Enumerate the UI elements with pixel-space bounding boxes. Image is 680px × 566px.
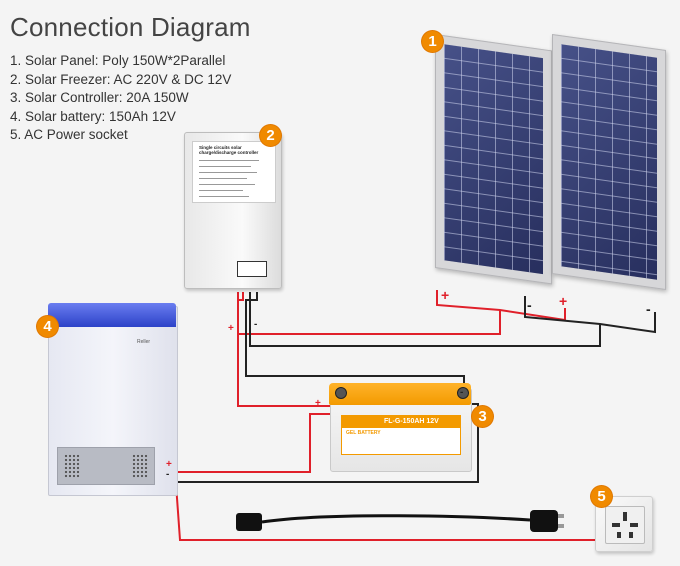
battery-terminal-positive: [335, 387, 347, 399]
controller-terminal-block: [237, 261, 267, 277]
solar-controller: Single circuits solar charge/discharge c…: [184, 132, 282, 289]
freezer-grille: [132, 454, 148, 478]
wire-negative-panel-controller: [249, 292, 601, 347]
socket-hole: [629, 532, 633, 538]
ac-power-cable: [261, 514, 531, 524]
diagram-title: Connection Diagram: [10, 12, 251, 42]
plus-sign: +: [441, 287, 450, 303]
minus-sign: -: [646, 301, 651, 317]
badge-solar-controller: 3: [472, 406, 493, 427]
legend-item-solar-battery: 4. Solar battery: 150Ah 12V: [10, 108, 176, 124]
gel-battery: FL-G-150AH 12V GEL BATTERY: [329, 383, 472, 472]
iec-connector: [236, 513, 262, 531]
freezer-grille: [64, 454, 80, 478]
wire-positive-panel-controller: [237, 292, 501, 335]
plus-sign: +: [559, 293, 568, 309]
controller-spec-plate: Single circuits solar charge/discharge c…: [192, 141, 276, 203]
battery-top: [329, 383, 471, 405]
minus-sign: -: [166, 469, 170, 480]
socket-faceplate: [605, 506, 645, 544]
freezer-vent-panel: [57, 447, 155, 485]
socket-hole: [617, 532, 621, 538]
controller-plate-title: Single circuits solar charge/discharge c…: [199, 145, 259, 155]
legend-item-ac-socket: 5. AC Power socket: [10, 127, 128, 142]
component-legend: 1. Solar Panel: Poly 150W*2Parallel 2. S…: [10, 52, 231, 145]
battery-terminal-negative: [457, 387, 469, 399]
badge-solar-panel: 1: [422, 31, 443, 52]
wire-positive-battery-freezer: [157, 406, 339, 473]
minus-sign: -: [254, 319, 258, 330]
socket-hole: [623, 512, 627, 521]
wire-positive-controller-battery: [237, 292, 338, 407]
battery-label: FL-G-150AH 12V GEL BATTERY: [341, 415, 461, 455]
wire-negative-panels: [524, 296, 656, 334]
plus-sign: +: [228, 323, 234, 334]
legend-item-solar-freezer: 2. Solar Freezer: AC 220V & DC 12V: [10, 71, 232, 87]
badge-solar-freezer: 2: [260, 125, 281, 146]
legend-item-solar-panel: 1. Solar Panel: Poly 150W*2Parallel: [10, 53, 226, 68]
plus-sign: +: [315, 398, 321, 409]
badge-solar-battery: 4: [37, 316, 58, 337]
plus-sign: +: [166, 459, 172, 470]
freezer-lid: [48, 303, 176, 327]
badge-ac-socket: 5: [591, 486, 612, 507]
freezer-brand-logo: Reller: [137, 339, 151, 345]
plug-head: [530, 510, 558, 532]
battery-brand-bar: [342, 416, 460, 428]
socket-hole: [630, 523, 638, 527]
battery-type: GEL BATTERY: [346, 430, 381, 436]
socket-hole: [612, 523, 620, 527]
battery-model: FL-G-150AH 12V: [384, 418, 439, 425]
wire-negative-controller-battery: [245, 292, 465, 400]
legend-item-solar-controller: 3. Solar Controller: 20A 150W: [10, 90, 189, 105]
solar-freezer: Reller: [48, 303, 178, 496]
minus-sign: -: [527, 297, 532, 313]
minus-sign: -: [460, 387, 464, 398]
plug-pins: [558, 514, 564, 518]
